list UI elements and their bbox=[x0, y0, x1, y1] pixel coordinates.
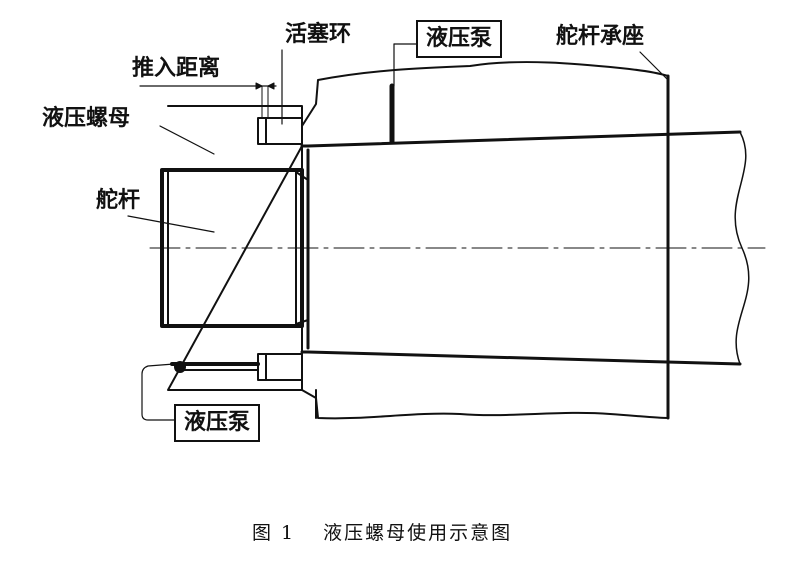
label-hydraulic-pump-bottom: 液压泵 bbox=[174, 404, 261, 442]
label-rudder-stock: 舵杆 bbox=[96, 188, 141, 213]
label-hydraulic-nut: 液压螺母 bbox=[42, 106, 131, 131]
bearing-seat-top-wave bbox=[301, 61, 669, 127]
rudder-stock-core bbox=[160, 168, 304, 328]
pump-bottom-leader bbox=[141, 363, 177, 421]
figure-title: 液压螺母使用示意图 bbox=[323, 522, 513, 544]
nut-leader bbox=[159, 125, 215, 155]
bearing-seat-bottom-wave bbox=[301, 389, 669, 420]
stock-leader bbox=[127, 215, 215, 233]
piston-pin-top bbox=[257, 117, 303, 145]
bearing-seat-leader bbox=[639, 51, 669, 81]
shaft-top-edge bbox=[306, 130, 742, 148]
label-push-in-distance: 推入距离 bbox=[132, 56, 221, 81]
label-hydraulic-pump-top: 液压泵 bbox=[416, 20, 503, 58]
shaft-break-line bbox=[734, 131, 750, 365]
label-piston-ring: 活塞环 bbox=[285, 22, 352, 47]
label-rudder-stock-bearing: 舵杆承座 bbox=[556, 24, 645, 49]
figure-caption: 图 1 液压螺母使用示意图 bbox=[252, 518, 512, 545]
shaft-bottom-edge bbox=[306, 350, 742, 366]
figure-number: 图 1 bbox=[252, 522, 296, 544]
piston-pin-bottom bbox=[257, 353, 303, 381]
